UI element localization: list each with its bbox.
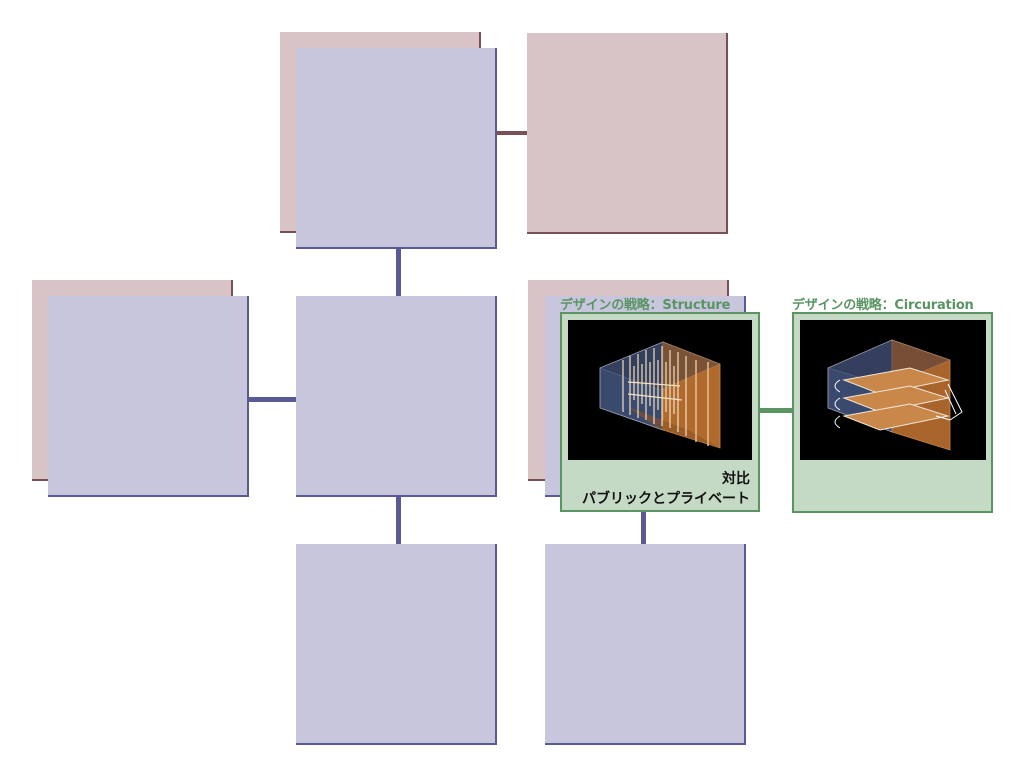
card-structure-title: デザインの戦略：Structure [560,298,731,313]
node-left[interactable] [48,296,249,497]
node-center[interactable] [296,296,497,497]
node-bottom-right[interactable] [545,544,746,745]
card-structure-subtitle: 対比 [722,471,750,487]
connector-top-center [396,247,401,297]
card-circulation-title: デザインの戦略：Circuration [792,298,974,313]
structure-image [568,320,752,460]
connector-left-center [247,397,297,402]
isometric-building-circulation-icon [827,339,963,451]
node-bottom[interactable] [296,544,497,745]
connector-center-bottom [396,495,401,545]
card-structure[interactable]: デザインの戦略：Structure 対比 パブリックとプライベート [560,298,760,512]
node-top-right[interactable] [527,33,728,234]
isometric-building-structure-icon [599,341,721,449]
circulation-image [800,320,986,460]
connector-right-bottom [641,510,646,545]
connector-green-cards [759,408,794,413]
connector-top-pink [496,131,528,135]
card-structure-caption: パブリックとプライベート [582,491,750,507]
card-circulation[interactable]: デザインの戦略：Circuration [792,298,993,513]
node-top[interactable] [296,48,497,249]
